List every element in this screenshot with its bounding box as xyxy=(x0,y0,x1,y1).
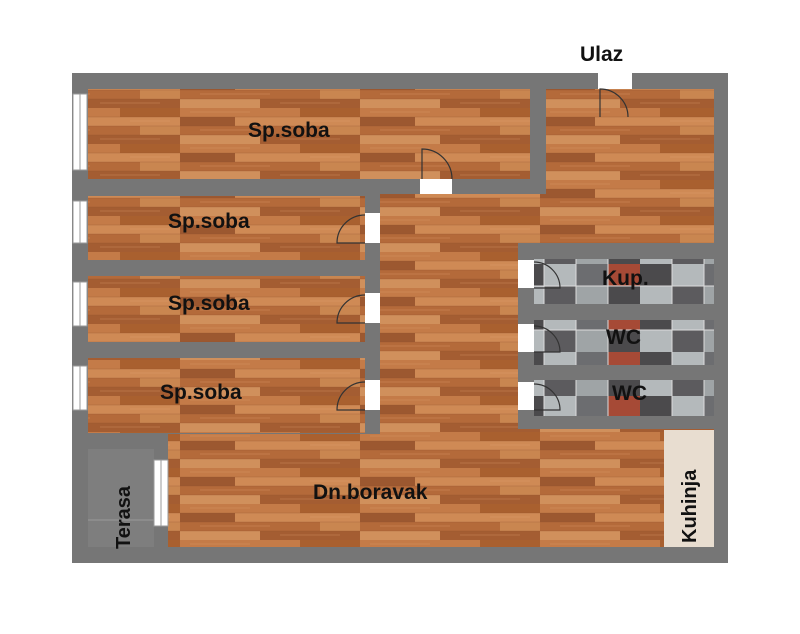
room-label-bathroom: Kup. xyxy=(602,267,649,290)
bathroom-door-swing xyxy=(533,261,561,289)
room-label-terrace: Terasa xyxy=(113,485,135,549)
toilet-1-door-swing xyxy=(533,325,561,353)
bedroom-3-door-swing xyxy=(336,294,366,324)
window-bedroom-1 xyxy=(72,93,88,171)
bedroom-2-floor xyxy=(88,196,365,260)
bedroom-4-floor xyxy=(88,358,365,433)
bedroom-1-door-opening[interactable] xyxy=(420,179,452,194)
entrance-door-swing xyxy=(599,88,629,118)
terrace-floor xyxy=(88,449,154,547)
bathroom-floor xyxy=(534,259,714,304)
bedroom-2-door-swing xyxy=(336,214,366,244)
room-label-kitchen: Kuhinja xyxy=(679,469,701,543)
living-room-floor xyxy=(380,429,714,447)
room-label-toilet-1: WC xyxy=(606,326,641,349)
toilet-1-floor xyxy=(534,320,714,365)
toilet-2-door-opening[interactable] xyxy=(518,382,534,410)
room-label-bedroom-1: Sp.soba xyxy=(248,119,330,142)
room-label-toilet-2: WC xyxy=(612,382,647,405)
hall-floor xyxy=(380,243,518,443)
balcony-door[interactable] xyxy=(153,459,169,527)
bedroom-4-door-opening[interactable] xyxy=(365,380,380,410)
kitchen-floor xyxy=(664,430,714,547)
toilet-1-door-opening[interactable] xyxy=(518,324,534,352)
room-label-bedroom-2: Sp.soba xyxy=(168,210,250,233)
bedroom-1-floor xyxy=(88,89,530,179)
entrance-label: Ulaz xyxy=(580,43,624,66)
room-label-bedroom-3: Sp.soba xyxy=(168,292,250,315)
window-bedroom-4 xyxy=(72,365,88,411)
bathroom-door-opening[interactable] xyxy=(518,260,534,288)
window-bedroom-2 xyxy=(72,200,88,244)
bedroom-3-door-opening[interactable] xyxy=(365,293,380,323)
toilet-2-door-swing xyxy=(533,383,561,411)
hall-floor xyxy=(380,194,714,243)
window-bedroom-3 xyxy=(72,281,88,327)
living-room-floor xyxy=(168,434,664,547)
entrance-opening[interactable] xyxy=(598,73,632,89)
bedroom-2-door-opening[interactable] xyxy=(365,213,380,243)
toilet-2-floor xyxy=(534,380,714,416)
room-label-bedroom-4: Sp.soba xyxy=(160,381,242,404)
room-label-living-room: Dn.boravak xyxy=(313,481,428,504)
bedroom-4-door-swing xyxy=(336,381,366,411)
bedroom-1-door-swing xyxy=(421,148,453,180)
bedroom-3-floor xyxy=(88,276,365,342)
